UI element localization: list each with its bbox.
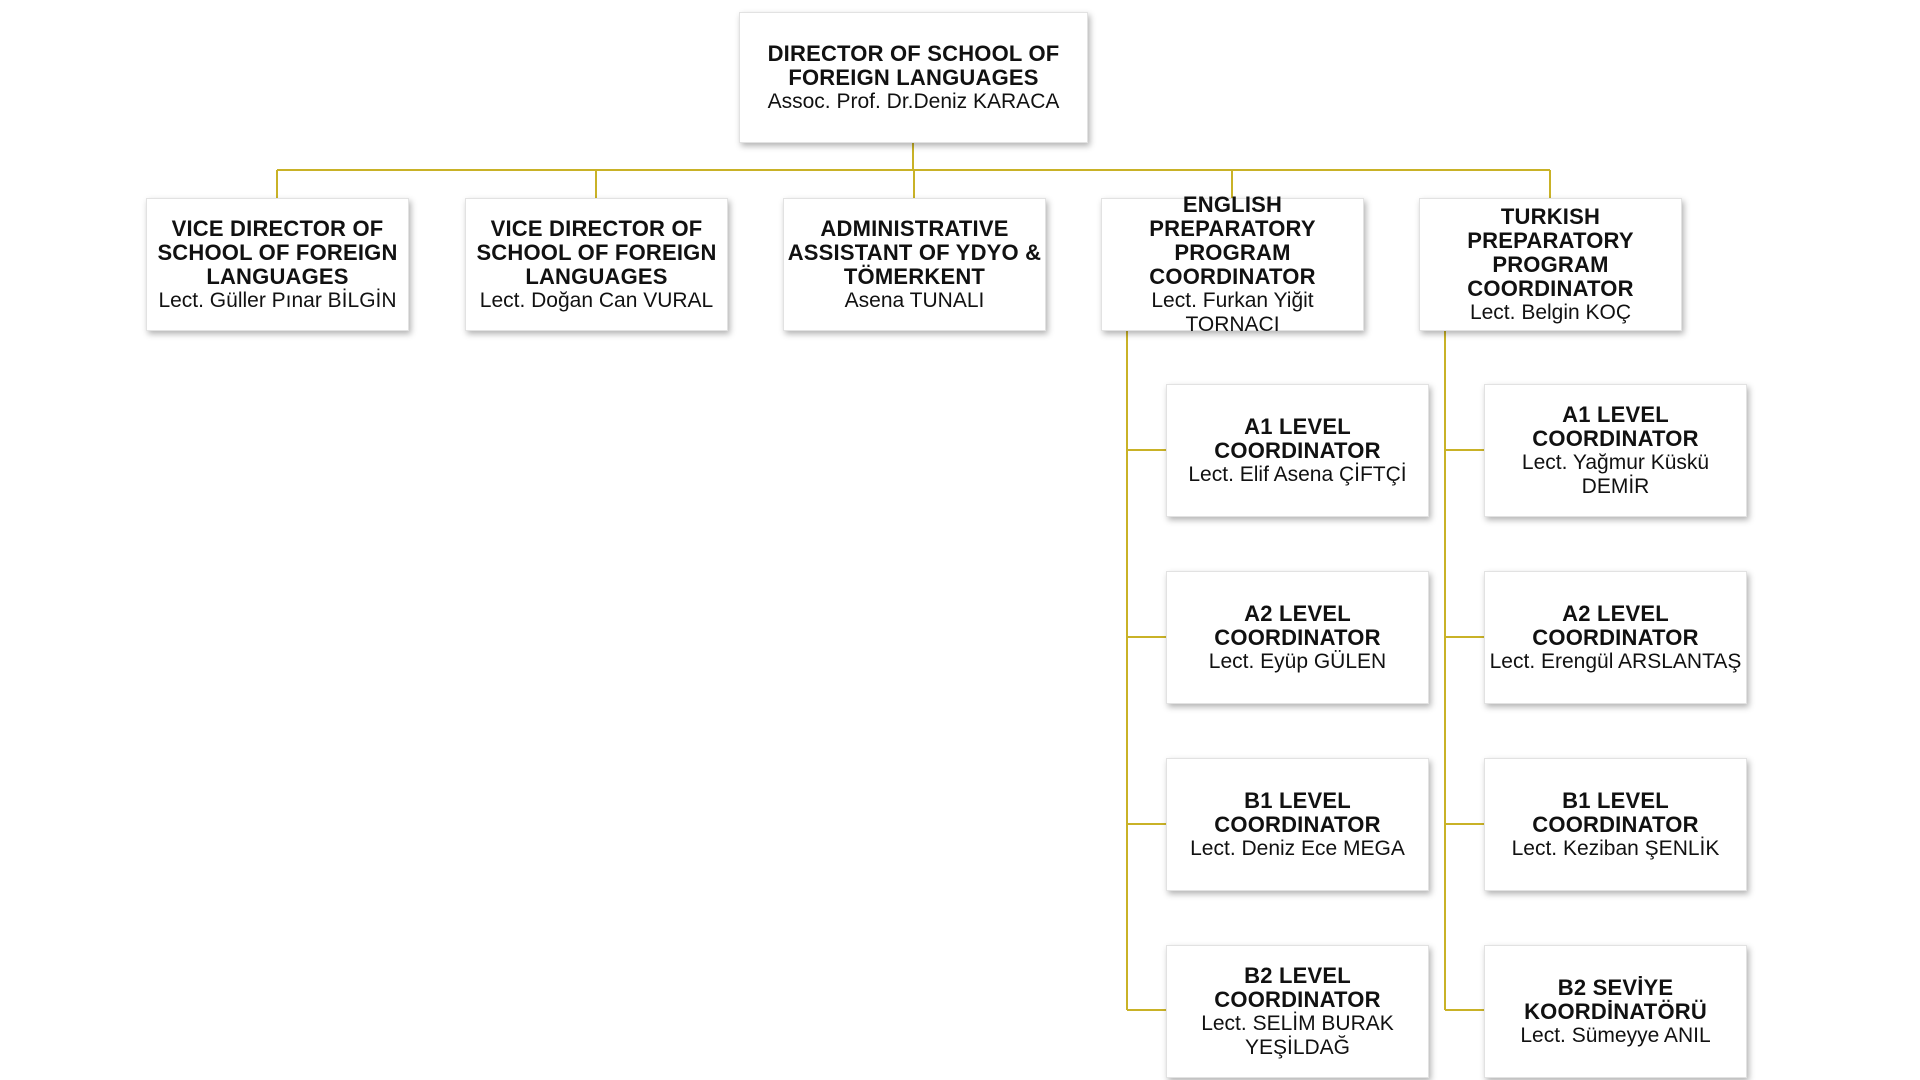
administrative-assistant-box: ADMINISTRATIVE ASSISTANT OF YDYO & TÖMER… [783, 198, 1046, 331]
turkish-b1-role: B1 LEVEL COORDINATOR [1532, 787, 1699, 837]
turkish-prep-coordinator-role: TURKISH PREPARATORY PROGRAM COORDINATOR [1467, 203, 1634, 301]
english-prep-coordinator-role: ENGLISH PREPARATORY PROGRAM COORDINATOR [1149, 191, 1316, 289]
connector-group [276, 143, 1551, 1011]
english-a1-role: A1 LEVEL COORDINATOR [1214, 413, 1381, 463]
english-b1-role: B1 LEVEL COORDINATOR [1214, 787, 1381, 837]
turkish-a2-role: A2 LEVEL COORDINATOR [1532, 600, 1699, 650]
english-b1-coordinator-box: B1 LEVEL COORDINATOR Lect. Deniz Ece MEG… [1166, 758, 1429, 891]
director-role: DIRECTOR OF SCHOOL OF FOREIGN LANGUAGES [767, 40, 1060, 90]
turkish-b1-name: Lect. Keziban ŞENLİK [1511, 836, 1720, 860]
turkish-a1-name: Lect. Yağmur Küskü DEMİR [1521, 450, 1710, 498]
english-a1-coordinator-box: A1 LEVEL COORDINATOR Lect. Elif Asena Çİ… [1166, 384, 1429, 517]
english-b2-name: Lect. SELİM BURAK YEŞİLDAĞ [1201, 1011, 1394, 1059]
vice-director-1-role: VICE DIRECTOR OF SCHOOL OF FOREIGN LANGU… [157, 215, 398, 289]
english-a2-name: Lect. Eyüp GÜLEN [1208, 649, 1387, 673]
turkish-b1-coordinator-box: B1 LEVEL COORDINATOR Lect. Keziban ŞENLİ… [1484, 758, 1747, 891]
english-a2-role: A2 LEVEL COORDINATOR [1214, 600, 1381, 650]
turkish-a2-name: Lect. Erengül ARSLANTAŞ [1489, 649, 1742, 673]
turkish-a1-coordinator-box: A1 LEVEL COORDINATOR Lect. Yağmur Küskü … [1484, 384, 1747, 517]
vice-director-box-1: VICE DIRECTOR OF SCHOOL OF FOREIGN LANGU… [146, 198, 409, 331]
english-b1-name: Lect. Deniz Ece MEGA [1190, 836, 1405, 860]
vice-director-box-2: VICE DIRECTOR OF SCHOOL OF FOREIGN LANGU… [465, 198, 728, 331]
turkish-a1-role: A1 LEVEL COORDINATOR [1532, 401, 1699, 451]
turkish-a2-coordinator-box: A2 LEVEL COORDINATOR Lect. Erengül ARSLA… [1484, 571, 1747, 704]
vice-director-1-name: Lect. Güller Pınar BİLGİN [158, 288, 397, 312]
turkish-prep-coordinator-box: TURKISH PREPARATORY PROGRAM COORDINATOR … [1419, 198, 1682, 331]
english-b2-coordinator-box: B2 LEVEL COORDINATOR Lect. SELİM BURAK Y… [1166, 945, 1429, 1078]
english-b2-role: B2 LEVEL COORDINATOR [1214, 962, 1381, 1012]
turkish-b2-coordinator-box: B2 SEVİYE KOORDİNATÖRÜ Lect. Sümeyye ANI… [1484, 945, 1747, 1078]
vice-director-2-name: Lect. Doğan Can VURAL [479, 288, 714, 312]
director-name: Assoc. Prof. Dr.Deniz KARACA [767, 89, 1060, 113]
english-a1-name: Lect. Elif Asena ÇİFTÇİ [1188, 462, 1407, 486]
english-a2-coordinator-box: A2 LEVEL COORDINATOR Lect. Eyüp GÜLEN [1166, 571, 1429, 704]
turkish-b2-name: Lect. Sümeyye ANIL [1520, 1023, 1711, 1047]
turkish-prep-coordinator-name: Lect. Belgin KOÇ [1469, 300, 1632, 324]
turkish-b2-role: B2 SEVİYE KOORDİNATÖRÜ [1524, 974, 1707, 1024]
administrative-assistant-name: Asena TUNALI [844, 288, 985, 312]
administrative-assistant-role: ADMINISTRATIVE ASSISTANT OF YDYO & TÖMER… [787, 215, 1042, 289]
english-prep-coordinator-name: Lect. Furkan Yiğit TORNACI [1151, 288, 1314, 336]
director-box: DIRECTOR OF SCHOOL OF FOREIGN LANGUAGES … [739, 12, 1088, 143]
english-prep-coordinator-box: ENGLISH PREPARATORY PROGRAM COORDINATOR … [1101, 192, 1364, 336]
vice-director-2-role: VICE DIRECTOR OF SCHOOL OF FOREIGN LANGU… [476, 215, 717, 289]
